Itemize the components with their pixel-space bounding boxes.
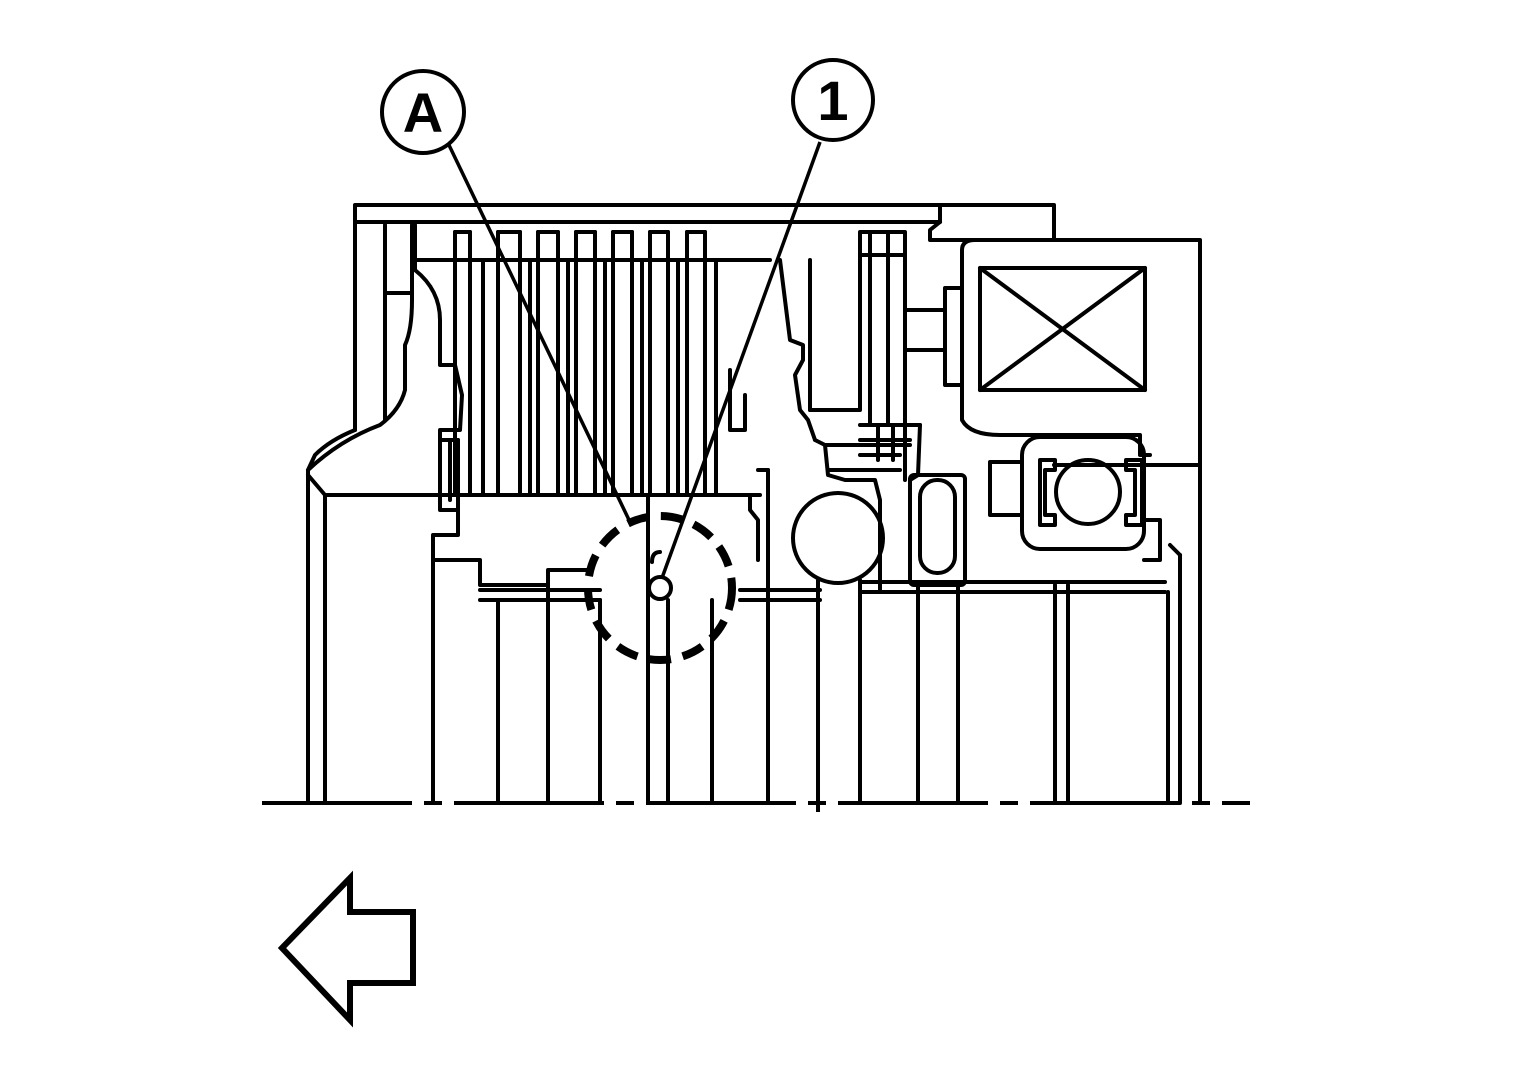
leader-lines <box>446 141 822 579</box>
detail-circle-a <box>584 512 736 664</box>
clutch-plate-pack <box>413 223 772 805</box>
bearing <box>988 435 1162 562</box>
left-arrow-icon <box>277 870 416 1028</box>
oval-seal <box>908 473 1182 805</box>
callout-1-label: 1 <box>817 69 848 132</box>
callout-a: A <box>380 69 466 155</box>
crossed-box-icon <box>903 238 1152 457</box>
center-line <box>262 786 1250 812</box>
callout-a-label: A <box>403 81 443 144</box>
check-ball <box>647 550 673 601</box>
seal-ring-large <box>791 491 1167 805</box>
callout-1: 1 <box>791 58 875 142</box>
outer-housing <box>306 203 1202 805</box>
